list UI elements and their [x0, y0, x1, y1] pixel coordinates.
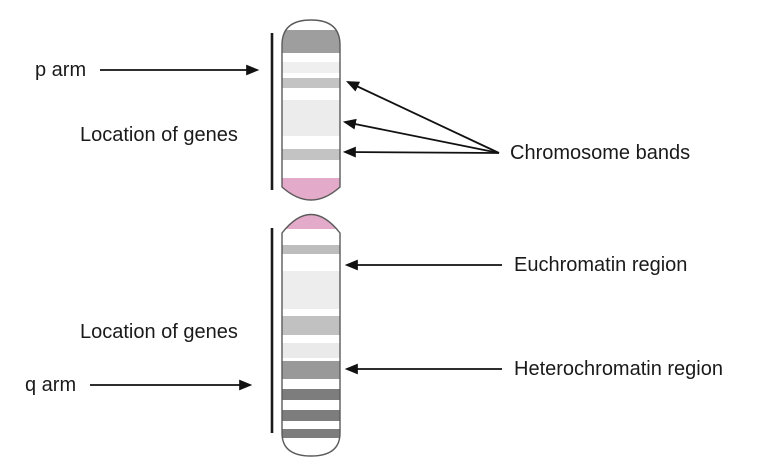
chromosome-band	[282, 149, 340, 160]
heterochromatin-region-label: Heterochromatin region	[514, 358, 723, 380]
q-arm-label: q arm	[25, 374, 77, 396]
chromosome-band-arrow-1	[346, 81, 500, 154]
chromosome-p-arm-outline	[281, 19, 341, 201]
chromosome-band-arrow-2	[342, 118, 500, 154]
chromosome-band	[282, 271, 340, 309]
chromosome-band	[282, 361, 340, 379]
chromosome-band	[282, 30, 340, 53]
chromosome-band-arrow-3	[342, 146, 500, 158]
p-arm-bands	[282, 30, 340, 200]
chromosome-band	[282, 410, 340, 421]
chromosome-q-arm-outline	[281, 213, 341, 457]
location-of-genes-p-label: Location of genes	[80, 124, 238, 146]
chromosome-bands-label: Chromosome bands	[510, 142, 691, 164]
p-arm-label: p arm	[35, 59, 87, 81]
euchromatin-region-label: Euchromatin region	[514, 254, 688, 276]
location-of-genes-q-label: Location of genes	[80, 321, 238, 343]
chromosome-band	[282, 429, 340, 438]
chromosome-band	[282, 178, 340, 200]
chromosome-band	[282, 100, 340, 136]
chromosome-band	[282, 343, 340, 358]
chromosome-band	[282, 78, 340, 88]
chromosome-band	[282, 316, 340, 335]
chromosome-band	[282, 389, 340, 400]
chromosome-band	[282, 62, 340, 73]
annotation-arrows	[90, 64, 502, 391]
chromosome-band	[282, 245, 340, 254]
